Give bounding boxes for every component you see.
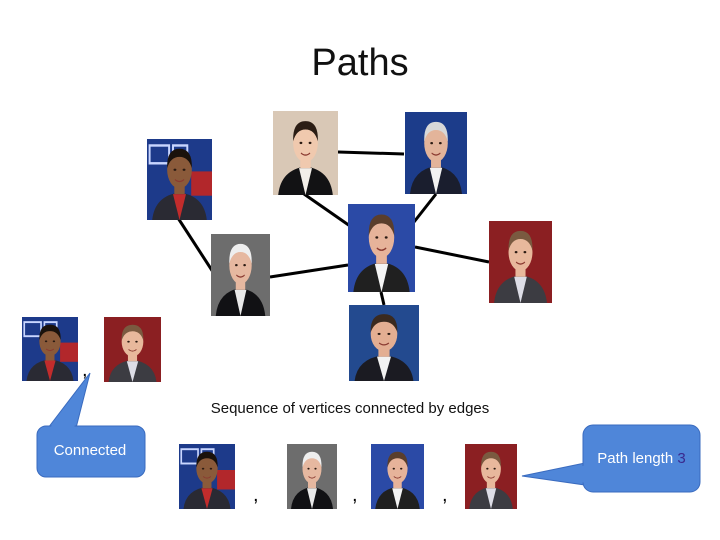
cnn-anchor-portrait	[22, 317, 78, 381]
sequence-comma: ,	[352, 484, 358, 506]
graph-edge	[176, 217, 215, 273]
sequence-comma: ,	[442, 484, 448, 506]
right-host-portrait	[104, 317, 161, 382]
fox-anchor-portrait	[405, 112, 467, 194]
path-length-label: Path length	[597, 450, 678, 467]
vertex-right-host	[489, 221, 552, 303]
connected-callout: Connected	[37, 442, 143, 459]
graph-edge	[269, 263, 349, 279]
woman-anchor-portrait	[273, 111, 338, 195]
graph-edge	[412, 193, 438, 223]
connected-label: Connected	[53, 442, 127, 459]
vertex-white-haired-anchor	[211, 234, 270, 316]
sequence-item-3	[371, 444, 424, 509]
white-haired-anchor-portrait	[287, 444, 337, 509]
sequence-item-4	[465, 444, 517, 509]
right-host-portrait	[489, 221, 552, 303]
center-host-portrait	[371, 444, 424, 509]
path-length-callout-shape	[521, 424, 701, 493]
white-haired-anchor-portrait	[211, 234, 270, 316]
center-host-portrait	[348, 204, 415, 292]
path-length-value: 3	[677, 450, 686, 467]
cnn-anchor-portrait	[179, 444, 235, 509]
sequence-item-1	[179, 444, 235, 509]
bottom-anchor-portrait	[349, 305, 419, 381]
vertex-woman-anchor	[273, 111, 338, 195]
graph-edge	[337, 150, 405, 156]
caption: Sequence of vertices connected by edges	[210, 400, 490, 417]
connected-callout-shape	[36, 372, 146, 478]
path-length-callout: Path length 3	[583, 450, 700, 467]
vertex-center-host	[348, 204, 415, 292]
vertex-bottom-anchor	[349, 305, 419, 381]
sequence-item-2	[287, 444, 337, 509]
graph-edge	[303, 192, 351, 228]
right-host-portrait	[465, 444, 517, 509]
pair-cnn-anchor	[22, 317, 78, 381]
vertex-cnn-anchor	[147, 139, 212, 220]
pair-right-host	[104, 317, 161, 382]
graph-edge	[414, 245, 490, 264]
graph-edge	[379, 291, 386, 306]
slide-title: Paths	[311, 42, 409, 84]
vertex-fox-anchor	[405, 112, 467, 194]
sequence-comma: ,	[253, 484, 259, 506]
cnn-anchor-portrait	[147, 139, 212, 220]
pair-comma: ,	[82, 359, 88, 381]
